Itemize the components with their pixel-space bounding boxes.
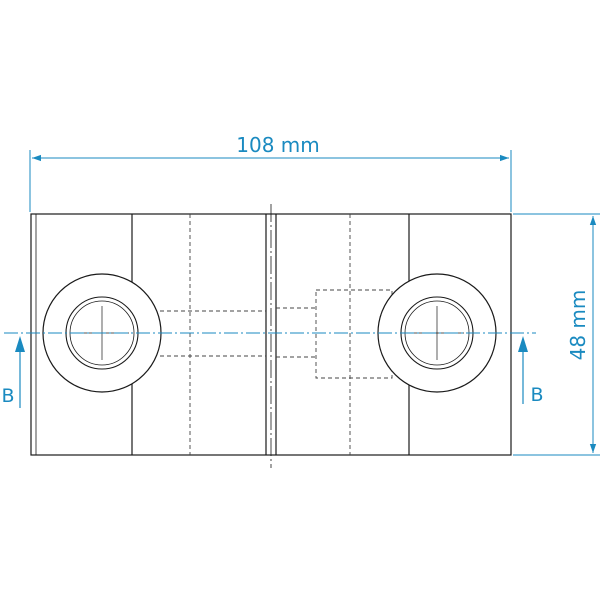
part-outline <box>30 213 512 456</box>
width-dimension <box>29 150 512 212</box>
section-arrow-left <box>15 336 25 408</box>
section-label-left: B <box>1 385 14 407</box>
height-label: 48 mm <box>566 290 590 361</box>
height-dimension <box>513 213 600 456</box>
section-arrowhead-right <box>518 336 528 352</box>
section-label-right: B <box>530 384 543 406</box>
section-arrow-right <box>518 336 528 404</box>
width-label: 108 mm <box>236 133 320 157</box>
section-arrowhead-left <box>15 336 25 352</box>
